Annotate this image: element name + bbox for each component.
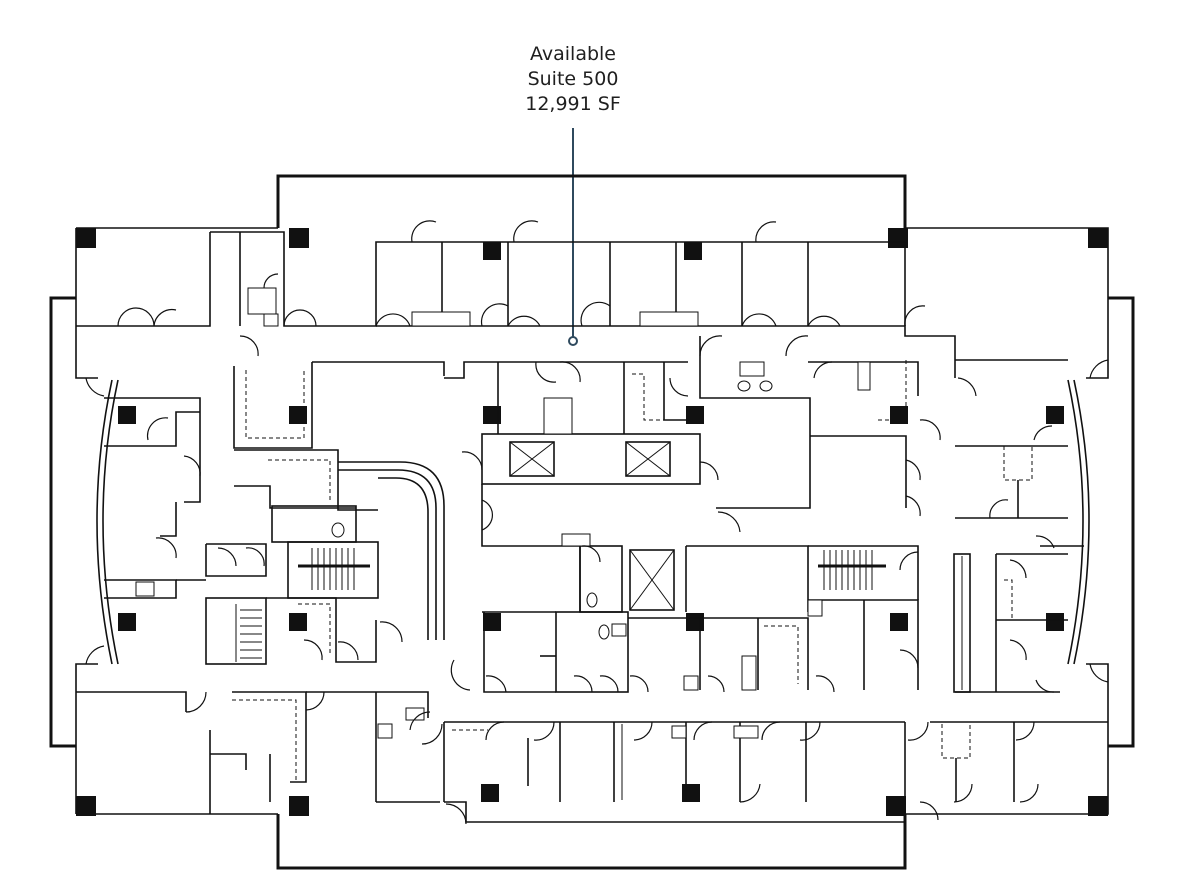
column bbox=[118, 406, 136, 424]
column bbox=[1046, 406, 1064, 424]
column bbox=[289, 228, 309, 248]
central-east-offices bbox=[628, 335, 941, 693]
column bbox=[1088, 228, 1108, 248]
north-offices bbox=[76, 220, 1068, 378]
column bbox=[289, 796, 309, 816]
column bbox=[483, 242, 501, 260]
central-core bbox=[444, 361, 809, 693]
stair-treads bbox=[823, 550, 873, 590]
elevator-shaft bbox=[629, 549, 675, 611]
column bbox=[684, 242, 702, 260]
column bbox=[289, 406, 307, 424]
building-envelope bbox=[49, 174, 1135, 870]
column bbox=[682, 784, 700, 802]
column bbox=[289, 613, 307, 631]
column bbox=[686, 406, 704, 424]
west-core bbox=[205, 361, 445, 665]
south-offices bbox=[76, 691, 1108, 825]
column bbox=[1046, 613, 1064, 631]
column bbox=[686, 613, 704, 631]
column bbox=[481, 784, 499, 802]
callout-availability: Available bbox=[529, 43, 616, 65]
suite-callout: Available Suite 500 12,991 SF bbox=[473, 42, 673, 117]
column bbox=[483, 613, 501, 631]
structural-columns bbox=[76, 228, 1108, 816]
stair-treads bbox=[311, 548, 355, 590]
callout-leader-dot bbox=[568, 336, 578, 346]
column bbox=[886, 796, 906, 816]
column bbox=[118, 613, 136, 631]
column bbox=[1088, 796, 1108, 816]
column bbox=[76, 228, 96, 248]
west-offices bbox=[85, 335, 259, 665]
column bbox=[888, 228, 908, 248]
elevator-shaft bbox=[625, 441, 671, 477]
column bbox=[483, 406, 501, 424]
east-offices bbox=[953, 359, 1109, 693]
column bbox=[890, 613, 908, 631]
column bbox=[890, 406, 908, 424]
column bbox=[76, 796, 96, 816]
stair-treads bbox=[240, 609, 262, 659]
callout-area: 12,991 SF bbox=[525, 93, 621, 115]
callout-suite: Suite 500 bbox=[527, 68, 619, 90]
elevator-shaft bbox=[509, 441, 555, 477]
